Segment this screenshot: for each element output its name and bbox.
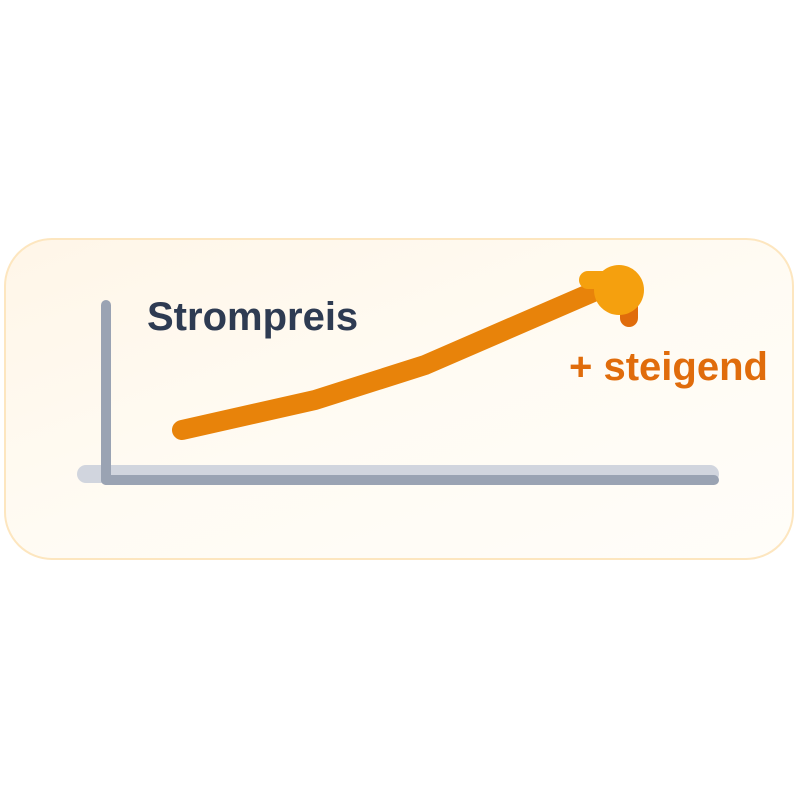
chart-title: Strompreis <box>147 295 359 339</box>
price-trend-line <box>172 280 608 440</box>
card-background <box>4 238 794 560</box>
end-point-marker <box>594 265 644 315</box>
trend-label: + steigend <box>569 345 768 389</box>
